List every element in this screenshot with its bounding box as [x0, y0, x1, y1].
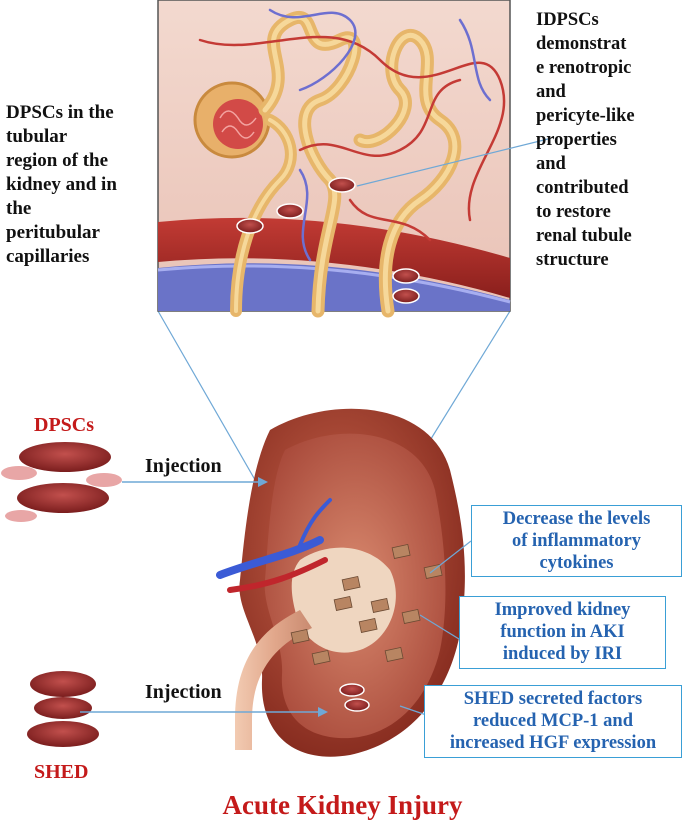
- dpscs-cells: [1, 442, 122, 522]
- figure-title: Acute Kidney Injury: [222, 790, 463, 820]
- box-line: reduced MCP-1 and: [473, 711, 633, 731]
- box-line: induced by IRI: [502, 644, 623, 664]
- effect-box-shed-factors: SHED secreted factors reduced MCP-1 and …: [424, 685, 682, 758]
- box-line: Improved kidney: [494, 600, 631, 620]
- box-line: Decrease the levels: [502, 509, 651, 529]
- left-note-line: capillaries: [6, 246, 90, 267]
- right-note-line: contributed: [536, 178, 629, 198]
- right-note-line: to restore: [536, 202, 611, 222]
- right-note-line: and: [536, 82, 566, 102]
- kidney: [216, 408, 465, 757]
- right-note-line: properties: [536, 130, 617, 150]
- injection-label-bottom: Injection: [145, 681, 222, 703]
- right-note-line: pericyte-like: [536, 106, 635, 126]
- right-note-line: and: [536, 154, 566, 174]
- right-note-line: demonstrat: [536, 34, 627, 54]
- idpscs-effect-note: IDPSCs demonstrat e renotropic and peric…: [536, 8, 681, 272]
- left-note-line: peritubular: [6, 222, 100, 243]
- box-line: SHED secreted factors: [463, 689, 643, 709]
- shed-cells: [27, 671, 99, 747]
- kidney-shed-cells: [339, 683, 370, 712]
- left-note-line: the: [6, 198, 32, 219]
- injection-arrows: [80, 477, 328, 717]
- effect-box-kidney-function: Improved kidney function in AKI induced …: [459, 596, 666, 669]
- right-note-line: structure: [536, 250, 609, 270]
- box-line: of inflammatory: [512, 531, 641, 551]
- effect-box-inflammatory: Decrease the levels of inflammatory cyto…: [471, 505, 682, 577]
- left-note-line: region of the: [6, 150, 109, 171]
- dpscs-location-note: DPSCs in the tubular region of the kidne…: [6, 101, 156, 269]
- box-line: increased HGF expression: [449, 733, 657, 753]
- right-note-line: IDPSCs: [536, 10, 599, 30]
- left-note-line: tubular: [6, 126, 68, 147]
- left-note-line: DPSCs in the: [6, 102, 114, 123]
- left-note-line: kidney and in: [6, 174, 117, 195]
- right-note-line: e renotropic: [536, 58, 632, 78]
- dpscs-label: DPSCs: [34, 414, 95, 436]
- injection-label-top: Injection: [145, 455, 222, 477]
- box-line: cytokines: [539, 553, 614, 573]
- box-line: function in AKI: [500, 622, 625, 642]
- right-note-line: renal tubule: [536, 226, 632, 246]
- nephron-inset: [157, 0, 511, 318]
- shed-label: SHED: [34, 761, 89, 783]
- inset-cells: [236, 177, 420, 304]
